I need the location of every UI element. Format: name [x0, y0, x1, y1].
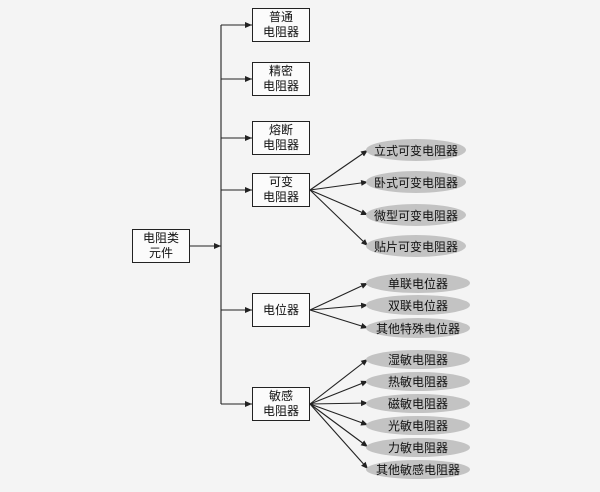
subtype-connector	[309, 403, 369, 426]
subtype-variable-miniature: 微型可变电阻器	[366, 204, 466, 226]
subtype-connector	[309, 189, 369, 216]
subtype-connector	[309, 400, 369, 407]
category-node-potentiometer: 电位器	[252, 293, 310, 327]
category-label-line-1: 敏感	[268, 389, 293, 403]
subtype-pot-single: 单联电位器	[366, 273, 470, 293]
subtype-sensitive-force: 力敏电阻器	[366, 437, 470, 457]
category-label-line-1: 电位器	[262, 302, 299, 317]
category-label-line-2: 电阻器	[262, 25, 299, 39]
subtype-sensitive-humidity: 湿敏电阻器	[366, 349, 470, 369]
subtype-sensitive-magnetic: 磁敏电阻器	[366, 393, 470, 413]
subtype-connector	[309, 189, 369, 247]
category-node-precision: 精密 电阻器	[252, 62, 310, 96]
subtype-variable-horizontal: 卧式可变电阻器	[366, 171, 466, 193]
root-label-line-1: 电阻类	[142, 231, 179, 245]
category-label-line-2: 电阻器	[262, 138, 299, 152]
subtype-connector	[309, 282, 369, 311]
subtype-connector	[309, 309, 369, 329]
category-label-line-2: 电阻器	[262, 190, 299, 204]
subtype-connector	[309, 380, 369, 405]
subtype-connector	[309, 179, 369, 191]
category-node-variable: 可变 电阻器	[252, 173, 310, 207]
subtype-connector	[309, 403, 369, 448]
category-label-line-2: 电阻器	[262, 404, 299, 418]
subtype-sensitive-light: 光敏电阻器	[366, 415, 470, 435]
category-label-line-1: 精密	[268, 64, 293, 78]
subtype-variable-smd: 贴片可变电阻器	[366, 235, 466, 257]
subtype-variable-vertical: 立式可变电阻器	[366, 139, 466, 161]
subtype-connector	[309, 403, 369, 470]
root-node: 电阻类 元件	[132, 229, 190, 263]
category-label-line-1: 普通	[268, 10, 293, 24]
subtype-sensitive-other: 其他敏感电阻器	[366, 459, 470, 479]
category-node-ordinary: 普通 电阻器	[252, 8, 310, 42]
subtype-connector	[309, 149, 369, 191]
category-node-fusible: 熔断 电阻器	[252, 121, 310, 155]
subtype-pot-special: 其他特殊电位器	[366, 318, 470, 338]
category-label-line-1: 熔断	[268, 123, 293, 137]
subtype-pot-dual: 双联电位器	[366, 295, 470, 315]
root-label-line-2: 元件	[148, 246, 173, 260]
category-label-line-1: 可变	[268, 175, 293, 189]
category-label-line-2: 电阻器	[262, 79, 299, 93]
subtype-connector	[309, 302, 369, 311]
subtype-sensitive-thermal: 热敏电阻器	[366, 371, 470, 391]
subtype-connector	[309, 358, 369, 405]
category-node-sensitive: 敏感 电阻器	[252, 387, 310, 421]
